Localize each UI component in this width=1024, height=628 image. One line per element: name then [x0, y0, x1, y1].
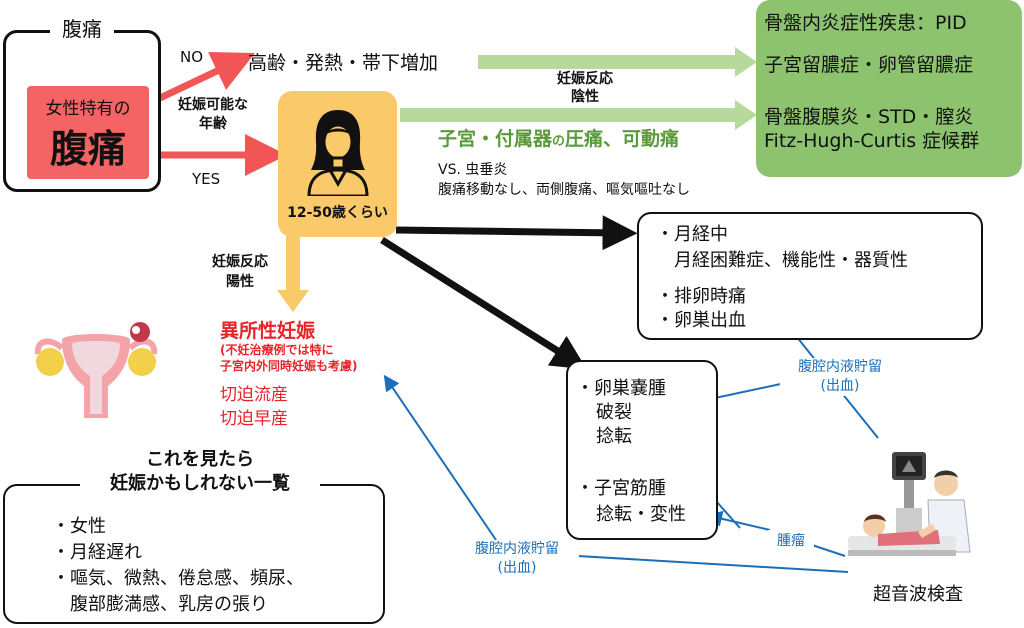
- tenderness-main-b: 圧痛、可動痛: [565, 128, 680, 150]
- menstrual-line1: ・月経中: [656, 224, 728, 245]
- ovary-box: [566, 360, 718, 540]
- tenderness-main-no: の: [552, 134, 566, 149]
- ovary-line4: ・子宮筋腫: [576, 478, 666, 499]
- question-line1: 妊娠可能な: [178, 97, 248, 113]
- ectopic-note1: (不妊治療例では特に: [220, 343, 334, 357]
- neg-line2: 陰性: [571, 89, 599, 105]
- blue-line-ascites2: [577, 555, 849, 573]
- ectopic-title: 異所性妊娠: [220, 320, 316, 342]
- tumor-label: 腫瘤: [768, 530, 814, 550]
- vs-appendicitis: VS. 虫垂炎 腹痛移動なし、両側腹痛、嘔気嘔吐なし: [438, 160, 690, 200]
- arrow-to-ovary: [380, 237, 587, 370]
- ovary-line1: ・卵巣嚢腫: [576, 378, 666, 399]
- ovary-line2: 破裂: [596, 402, 632, 423]
- ascites1-line1: 腹腔内液貯留: [798, 359, 882, 375]
- sign-item2: ・月経遅れ: [52, 542, 142, 563]
- question-line2: 年齢: [199, 116, 227, 132]
- abdominal-pain-tab: 腹痛: [50, 12, 114, 46]
- menstrual-line4: ・卵巣出血: [656, 310, 746, 331]
- blue-line-tumor: [811, 544, 846, 557]
- pid-box: [756, 0, 1022, 177]
- blue-arrow-ectopic: [383, 374, 497, 541]
- ovary-line5: 捻転・変性: [596, 504, 686, 525]
- age-range-label: 12-50歳くらい: [287, 205, 388, 221]
- threatened-abortion: 切迫流産: [220, 385, 288, 405]
- no-label: NO: [180, 48, 204, 66]
- green-arrow-top: [478, 47, 757, 77]
- pregnancy-signs-box: [3, 484, 385, 624]
- no-arrow: [158, 52, 255, 102]
- ascites2-line2: (出血): [497, 560, 537, 576]
- pid-line4: Fitz-Hugh-Curtis 症候群: [764, 130, 980, 152]
- sign-item4: 腹部膨満感、乳房の張り: [70, 594, 268, 615]
- pos-line1: 妊娠反応: [212, 254, 268, 270]
- woman-avatar-icon: [307, 110, 369, 196]
- menstrual-line2: 月経困難症、機能性・器質性: [674, 250, 908, 271]
- vs-line1: VS. 虫垂炎: [438, 162, 508, 178]
- arrow-to-menstrual: [395, 215, 638, 251]
- sign-item3: ・嘔気、微熱、倦怠感、頻尿、: [52, 568, 304, 589]
- ovary-line3: 捻転: [596, 426, 632, 447]
- pos-line2: 陽性: [226, 274, 254, 290]
- pid-line3: 骨盤腹膜炎・STD・膣炎: [764, 106, 974, 128]
- ascites2-line1: 腹腔内液貯留: [475, 541, 559, 557]
- yes-label: YES: [192, 170, 221, 188]
- pregnancy-signs-title: これを見たら 妊娠かもしれない一覧: [30, 448, 370, 496]
- pid-line2: 子宮留膿症・卵管留膿症: [764, 54, 974, 76]
- orange-arrow-down: [277, 236, 309, 312]
- signs-title2-mask: 妊娠かもしれない一覧: [80, 472, 320, 496]
- threatened-premature: 切迫早産: [220, 409, 288, 429]
- abdominal-pain-big-label: 腹痛: [49, 127, 126, 171]
- female-abdominal-pain-box: [27, 86, 149, 179]
- sign-item1: ・女性: [52, 516, 106, 537]
- vs-line2: 腹痛移動なし、両側腹痛、嘔気嘔吐なし: [438, 182, 690, 198]
- childbearing-age-question: 妊娠可能な 年齢: [165, 96, 261, 134]
- signs-title1: これを見たら: [146, 449, 254, 470]
- ectopic-note2: 子宮内外同時妊娠も考慮): [220, 359, 358, 373]
- ultrasound-label: 超音波検査: [873, 584, 963, 605]
- neg-line1: 妊娠反応: [557, 71, 613, 87]
- pregnancy-positive-label: 妊娠反応 陽性: [200, 252, 280, 292]
- menstrual-line3: ・排卵時痛: [656, 286, 746, 307]
- uterus-illustration: [34, 322, 158, 418]
- ascites-label-2: 腹腔内液貯留 (出血): [455, 540, 579, 578]
- tenderness-text: 子宮・付属器の圧痛、可動痛: [438, 124, 679, 151]
- menstrual-box: [637, 212, 983, 340]
- ultrasound-exam-illustration: [848, 452, 971, 556]
- tenderness-main-a: 子宮・付属器: [438, 128, 553, 150]
- ascites1-line2: (出血): [820, 378, 860, 394]
- female-specific-label: 女性特有の: [45, 99, 131, 119]
- symptoms-no-text: 高齢・発熱・帯下増加: [248, 52, 439, 74]
- blue-arrow-degeneration: [706, 510, 771, 531]
- ascites-label-1: 腹腔内液貯留 (出血): [780, 358, 900, 396]
- green-arrow-bottom: [400, 100, 757, 130]
- ectopic-note: (不妊治療例では特に 子宮内外同時妊娠も考慮): [220, 342, 358, 374]
- pid-line1: 骨盤内炎症性疾患：PID: [764, 12, 967, 34]
- pregnancy-negative-label: 妊娠反応 陰性: [530, 70, 640, 106]
